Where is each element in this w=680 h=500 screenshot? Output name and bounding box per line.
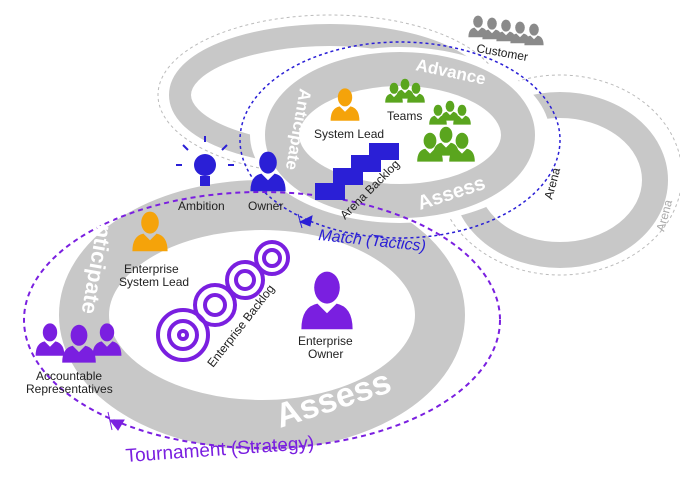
tournament-loop	[23, 191, 501, 449]
teams-label: Teams	[387, 109, 422, 123]
accountable-label-1: Accountable	[36, 369, 102, 383]
arena-backlog-icon	[315, 143, 399, 200]
accountable-label-2: Representatives	[26, 382, 113, 396]
enterprise-owner-icon	[301, 271, 353, 330]
match-loop	[239, 41, 561, 239]
customer-label: Customer	[475, 41, 529, 64]
tournament-arrow-icon	[107, 411, 125, 431]
enterprise-backlog-targets-icon	[156, 240, 290, 362]
ambition-lightbulb-icon	[176, 136, 234, 186]
enterprise-system-lead-label-2: System Lead	[119, 275, 189, 289]
ambition-label: Ambition	[178, 199, 225, 213]
arena-label: Arena	[541, 166, 563, 201]
enterprise-owner-label-1: Enterprise	[298, 334, 353, 348]
owner-label: Owner	[248, 199, 283, 213]
enterprise-cycle-ring	[59, 180, 465, 450]
system-lead-label: System Lead	[314, 127, 384, 141]
enterprise-system-lead-label-1: Enterprise	[124, 262, 179, 276]
match-arrow-icon	[297, 213, 313, 229]
arena-cycle-ring	[265, 52, 535, 218]
enterprise-owner-label-2: Owner	[308, 347, 343, 361]
